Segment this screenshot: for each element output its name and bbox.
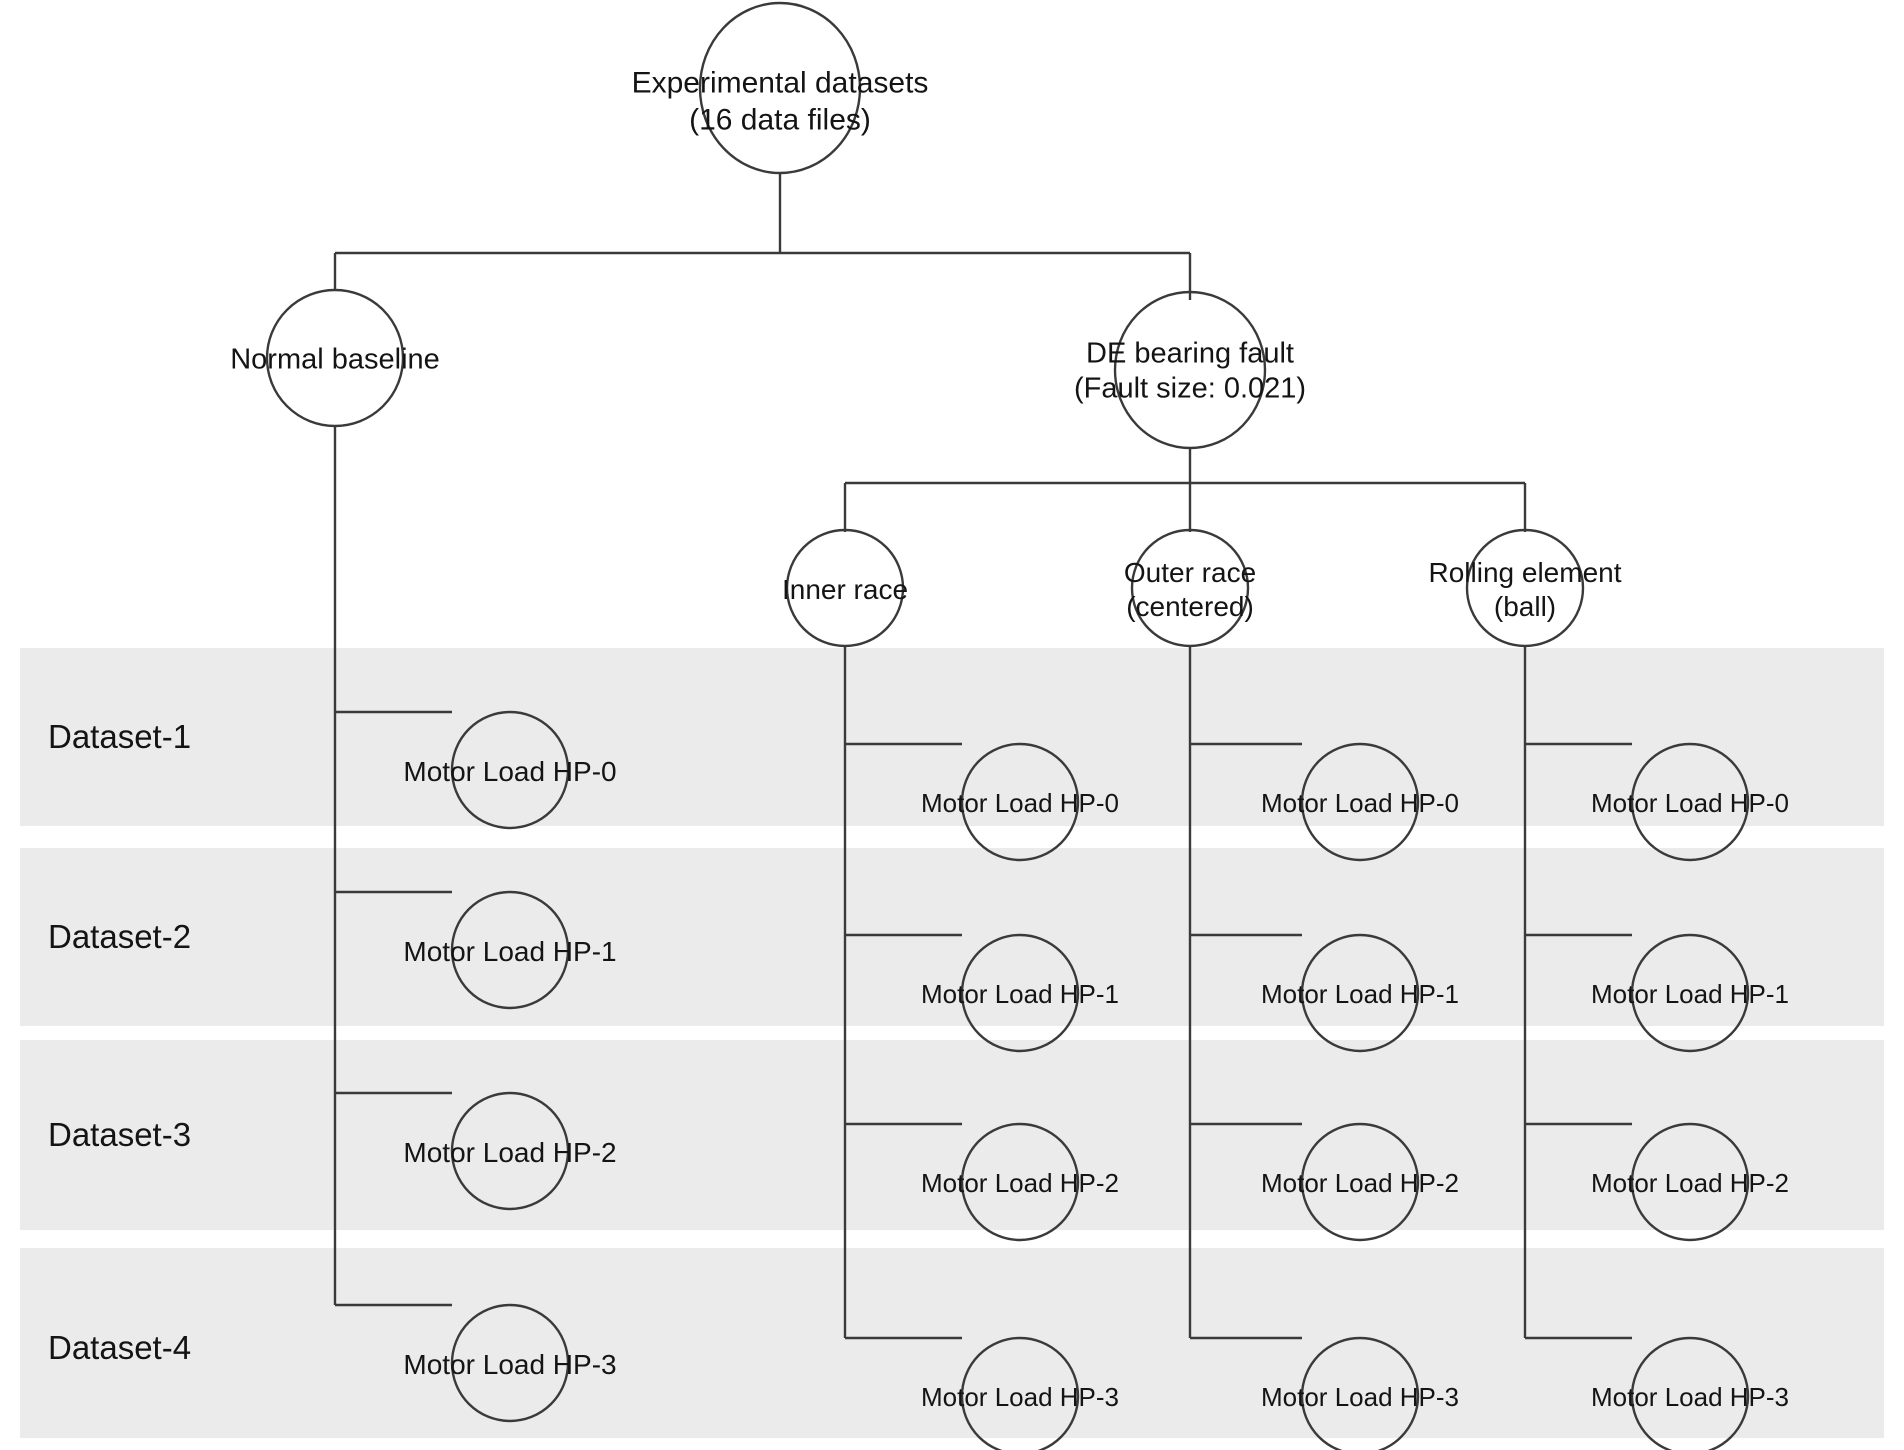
leaf-normal-1-label: Motor Load HP-0: [403, 755, 617, 787]
leaf-inner-2-label: Motor Load HP-1: [921, 979, 1119, 1010]
leaf-inner-4-label: Motor Load HP-3: [921, 1382, 1119, 1413]
leaf-normal-3-label: Motor Load HP-2: [403, 1136, 617, 1168]
rolling-element-line2: (ball): [1493, 591, 1557, 622]
de-bearing-fault-line2: (Fault size: 0.021): [1073, 373, 1307, 405]
dataset-row-label-4: Dataset-4: [48, 1329, 192, 1366]
leaf-rolling-3-label: Motor Load HP-2: [1591, 1168, 1789, 1199]
de-bearing-fault-line1: DE bearing fault: [1086, 337, 1294, 370]
leaf-outer-1-label: Motor Load HP-0: [1261, 788, 1459, 819]
leaf-outer-2-label: Motor Load HP-1: [1261, 979, 1459, 1010]
outer-race-label: Outer race (centered): [1124, 556, 1256, 624]
dataset-band-1: [20, 648, 1884, 826]
leaf-rolling-4-label: Motor Load HP-3: [1591, 1382, 1789, 1413]
dataset-row-label-3: Dataset-3: [48, 1116, 192, 1153]
leaf-normal-2-label: Motor Load HP-1: [403, 935, 617, 967]
leaf-inner-1-label: Motor Load HP-0: [921, 788, 1119, 819]
inner-race-label: Inner race: [782, 573, 908, 607]
dataset-row-label-1: Dataset-1: [48, 718, 192, 755]
inner-race-line1: Inner race: [781, 573, 909, 605]
leaf-rolling-2-label: Motor Load HP-1: [1591, 979, 1789, 1010]
normal-baseline-label: Normal baseline: [230, 342, 440, 377]
de-bearing-fault-label: DE bearing fault (Fault size: 0.021): [1074, 337, 1306, 408]
leaf-inner-3-label: Motor Load HP-2: [921, 1168, 1119, 1199]
dataset-band-3: [20, 1040, 1884, 1230]
leaf-outer-4-label: Motor Load HP-3: [1261, 1382, 1459, 1413]
rolling-element-label: Rolling element (ball): [1429, 556, 1622, 624]
leaf-outer-3-label: Motor Load HP-2: [1261, 1168, 1459, 1199]
root-node-line1: Experimental datasets: [631, 66, 929, 100]
dataset-band-4: [20, 1248, 1884, 1438]
normal-baseline-line1: Normal baseline: [230, 343, 440, 376]
outer-race-line1: Outer race: [1123, 556, 1257, 588]
outer-race-line2: (centered): [1126, 591, 1254, 622]
root-node-label: Experimental datasets (16 data files): [632, 65, 929, 138]
dataset-band-2: [20, 848, 1884, 1026]
rolling-element-line1: Rolling element: [1428, 556, 1622, 588]
root-node-line2: (16 data files): [689, 103, 871, 136]
dataset-row-label-2: Dataset-2: [48, 918, 192, 955]
leaf-rolling-1-label: Motor Load HP-0: [1591, 788, 1789, 819]
leaf-normal-4-label: Motor Load HP-3: [403, 1348, 617, 1380]
